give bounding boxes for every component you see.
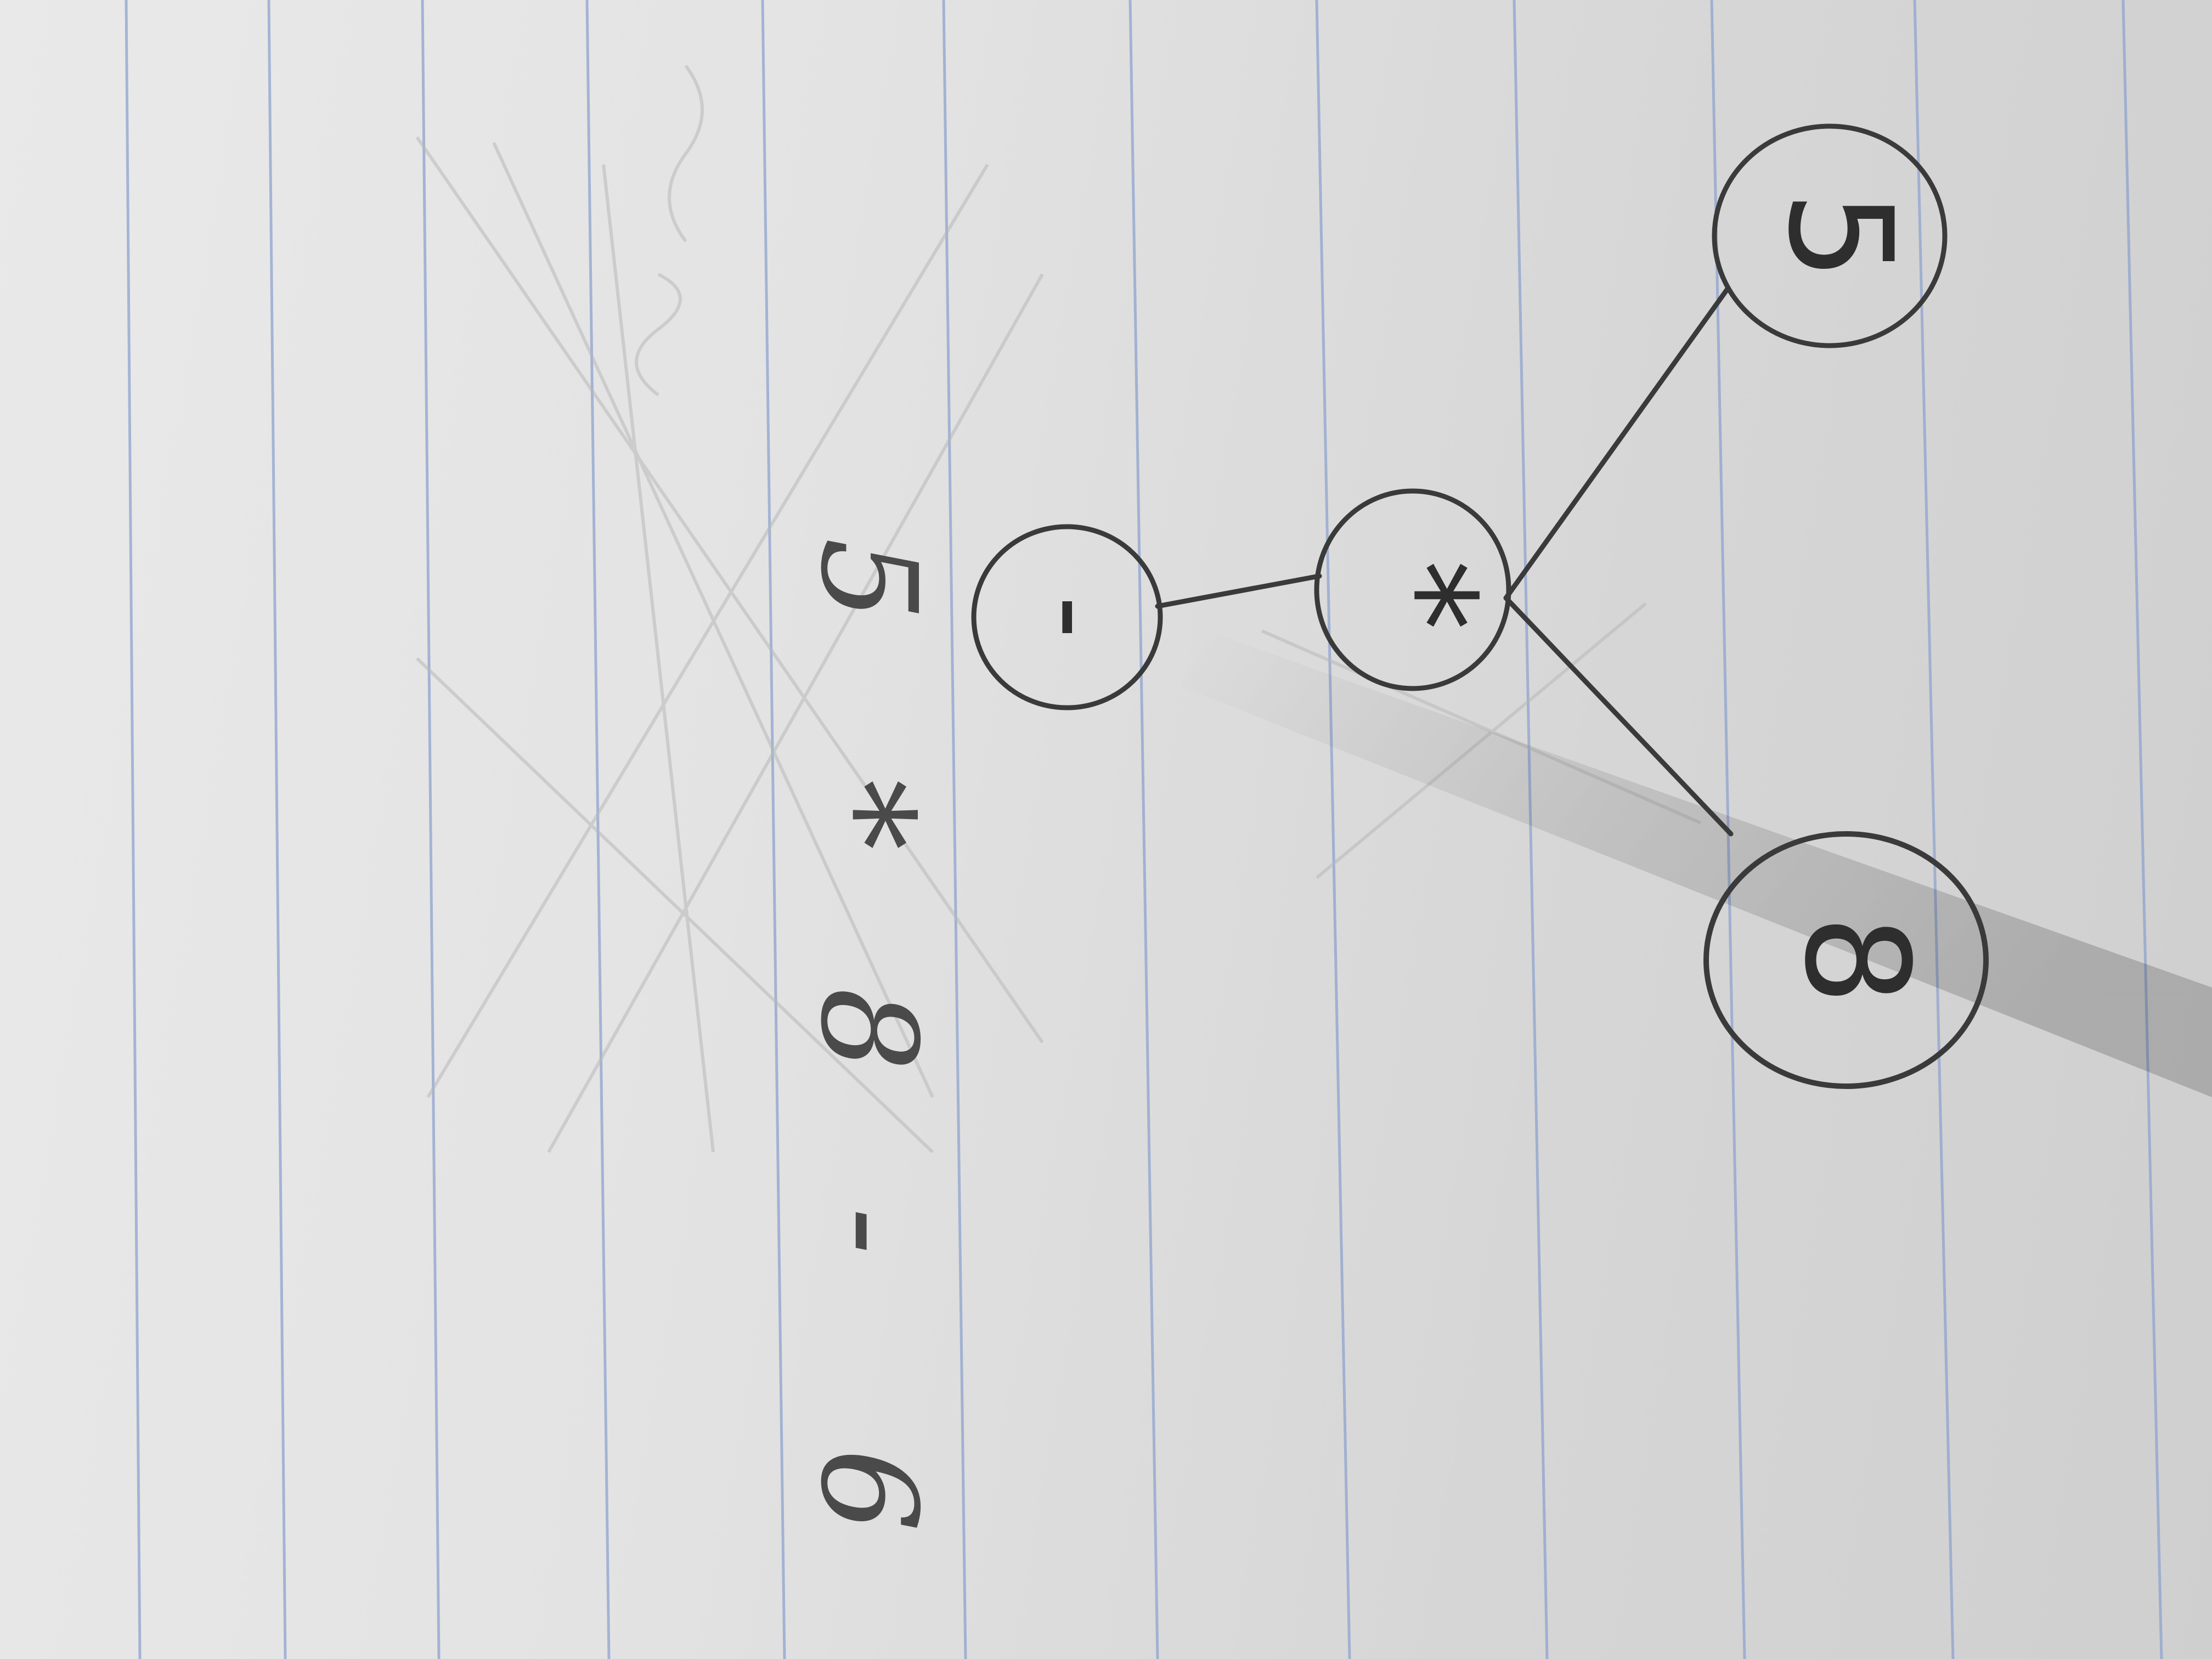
node-times: * — [1314, 488, 1511, 691]
edge-minus-times — [1155, 573, 1322, 609]
node-five: 5 — [1712, 123, 1948, 348]
expression-token-4: - — [789, 1207, 955, 1255]
node-minus: - — [971, 524, 1163, 710]
ruled-lines — [125, 0, 2163, 1659]
tree-edges — [1155, 285, 1734, 837]
expression-token-5: 6 — [792, 1448, 945, 1532]
edge-times-five — [1503, 285, 1731, 601]
expression-token-1: 5 — [792, 538, 945, 622]
node-label: - — [1006, 595, 1146, 639]
node-circle — [1712, 123, 1948, 348]
node-circle — [1703, 831, 1989, 1089]
node-circle — [1314, 488, 1511, 691]
expression-token-2: * — [778, 779, 944, 850]
expression: 5 * 8 - 6 — [778, 538, 955, 1532]
node-label: 5 — [1757, 190, 1922, 281]
node-label: * — [1340, 560, 1505, 631]
tree-nodes: - * 5 8 — [971, 123, 1989, 1089]
node-circle — [971, 524, 1163, 710]
shadow — [1180, 631, 2212, 1097]
expression-token-3: 8 — [792, 988, 945, 1071]
edge-times-eight — [1503, 595, 1734, 837]
node-label: 8 — [1773, 915, 1939, 1005]
node-eight: 8 — [1703, 831, 1989, 1089]
